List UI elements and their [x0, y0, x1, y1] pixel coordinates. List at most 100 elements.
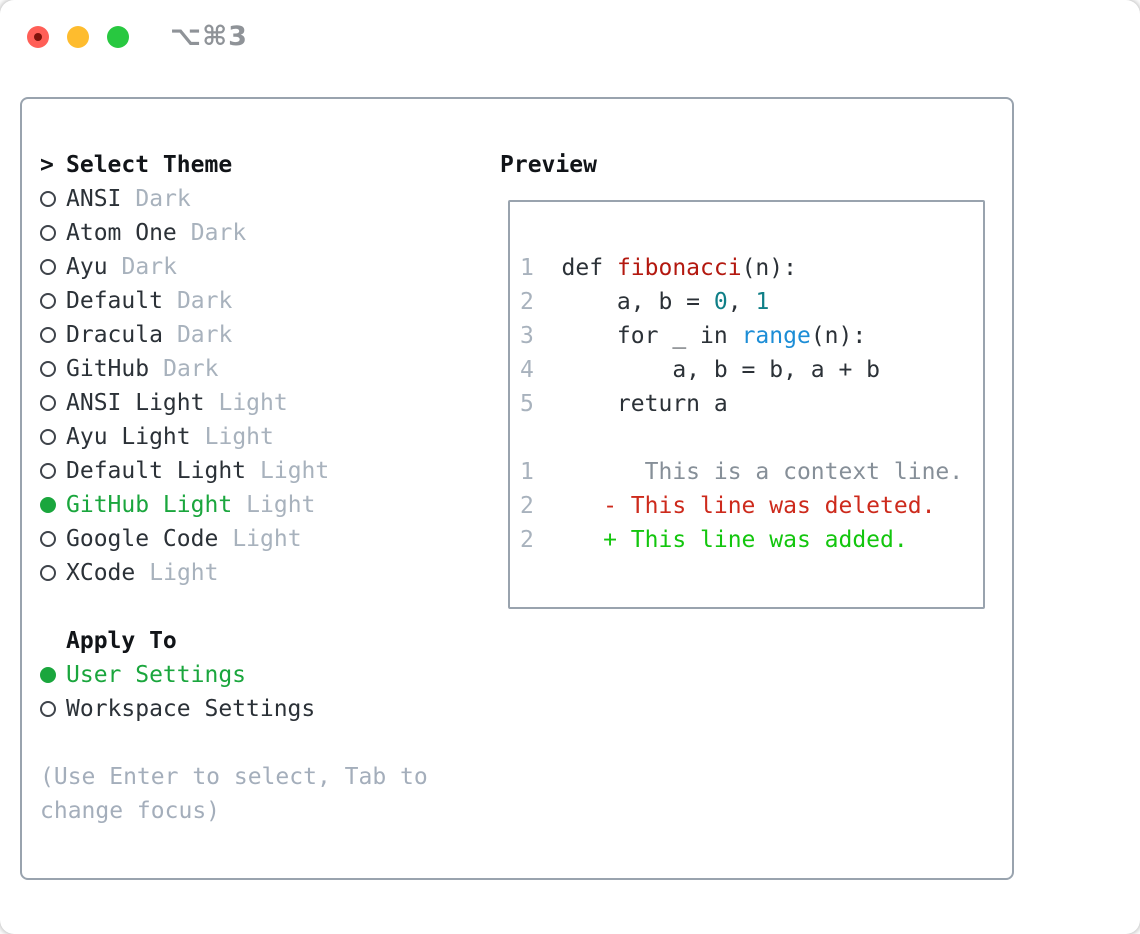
code-token: return a [561, 391, 728, 417]
option-label: Dracula [66, 322, 163, 348]
code-token: 1 [755, 289, 770, 315]
hint-text: (Use Enter to select, Tab to change focu… [40, 764, 428, 824]
line-number: 2 [520, 527, 562, 553]
variant-badge: Dark [135, 186, 191, 212]
apply-to-label: Apply To [66, 628, 177, 654]
preview-line: 1 def fibonacci(n): [520, 251, 975, 285]
code-token: This is a context line. [561, 459, 964, 485]
option-label: XCode [66, 560, 136, 586]
code-token: a, b = [561, 289, 714, 315]
option-label: GitHub Light [66, 492, 233, 518]
preview-line: 2 + This line was added. [520, 523, 975, 557]
code-token: , [727, 289, 756, 315]
preview-line: 4 a, b = b, a + b [520, 353, 975, 387]
theme-option[interactable]: Default Dark [40, 284, 480, 318]
radio-icon [40, 701, 56, 717]
preview-line [520, 421, 975, 455]
option-label: Workspace Settings [66, 696, 316, 722]
minimize-button[interactable] [67, 26, 89, 48]
variant-badge: Light [232, 526, 302, 552]
theme-option[interactable]: ANSI Light Light [40, 386, 480, 420]
option-label: ANSI Light [66, 390, 205, 416]
variant-badge: Light [149, 560, 219, 586]
option-label: Default Light [66, 458, 247, 484]
option-label: User Settings [66, 662, 247, 688]
option-label: GitHub [66, 356, 150, 382]
theme-option[interactable]: Default Light Light [40, 454, 480, 488]
spacer-row [40, 590, 480, 624]
radio-icon [40, 293, 56, 309]
apply-option[interactable]: Workspace Settings [40, 692, 480, 726]
variant-badge: Light [260, 458, 330, 484]
code-token: def [561, 255, 617, 281]
maximize-button[interactable] [107, 26, 129, 48]
theme-option[interactable]: GitHub Dark [40, 352, 480, 386]
variant-badge: Dark [176, 322, 233, 348]
option-label: Ayu Light [66, 424, 191, 450]
line-number: 2 [520, 289, 562, 315]
close-button[interactable] [27, 26, 49, 48]
radio-icon [40, 463, 56, 479]
radio-icon [40, 565, 56, 581]
radio-icon [40, 191, 56, 207]
theme-option[interactable]: Atom One Dark [40, 216, 480, 250]
line-number: 2 [520, 493, 562, 519]
code-token: (n): [810, 323, 867, 349]
option-label: ANSI [66, 186, 122, 212]
option-label: Atom One [66, 220, 177, 246]
select-theme-label: Select Theme [66, 152, 233, 178]
code-token: 0 [713, 289, 728, 315]
line-number: 3 [520, 323, 562, 349]
radio-icon [40, 667, 56, 683]
radio-icon [40, 225, 56, 241]
theme-option[interactable]: XCode Light [40, 556, 480, 590]
unsaved-dot-icon [34, 33, 42, 41]
theme-option[interactable]: GitHub Light Light [40, 488, 480, 522]
code-token: for _ in [561, 323, 742, 349]
preview-line: 2 a, b = 0, 1 [520, 285, 975, 319]
radio-icon [40, 497, 56, 513]
header-indent [40, 633, 56, 649]
line-number: 1 [520, 255, 562, 281]
code-token: fibonacci [616, 255, 742, 281]
caret-icon: > [40, 152, 54, 178]
code-token: range [741, 323, 811, 349]
window-title: ⌥⌘3 [170, 21, 248, 52]
radio-icon [40, 531, 56, 547]
code-token: - This line was deleted. [561, 493, 936, 519]
variant-badge: Dark [190, 220, 247, 246]
preview-line: 5 return a [520, 387, 975, 421]
theme-option[interactable]: Dracula Dark [40, 318, 480, 352]
apply-to-header: Apply To [40, 624, 480, 658]
theme-option[interactable]: ANSI Dark [40, 182, 480, 216]
variant-badge: Dark [176, 288, 233, 314]
preview-line: 2 - This line was deleted. [520, 489, 975, 523]
titlebar: ⌥⌘3 [0, 0, 1140, 75]
line-number: 5 [520, 391, 562, 417]
variant-badge: Dark [163, 356, 219, 382]
select-theme-header: > Select Theme [40, 148, 480, 182]
option-label: Default [66, 288, 163, 314]
preview-label: Preview [500, 152, 597, 178]
option-label: Google Code [66, 526, 219, 552]
theme-option[interactable]: Google Code Light [40, 522, 480, 556]
code-token: (n): [741, 255, 797, 281]
variant-badge: Light [218, 390, 288, 416]
line-number: 4 [520, 357, 562, 383]
code-token: + This line was added. [561, 527, 908, 553]
radio-icon [40, 259, 56, 275]
variant-badge: Dark [121, 254, 177, 280]
radio-icon [40, 327, 56, 343]
variant-badge: Light [246, 492, 316, 518]
radio-icon [40, 395, 56, 411]
apply-option[interactable]: User Settings [40, 658, 480, 692]
code-token: a, b = b, a + b [561, 357, 881, 383]
